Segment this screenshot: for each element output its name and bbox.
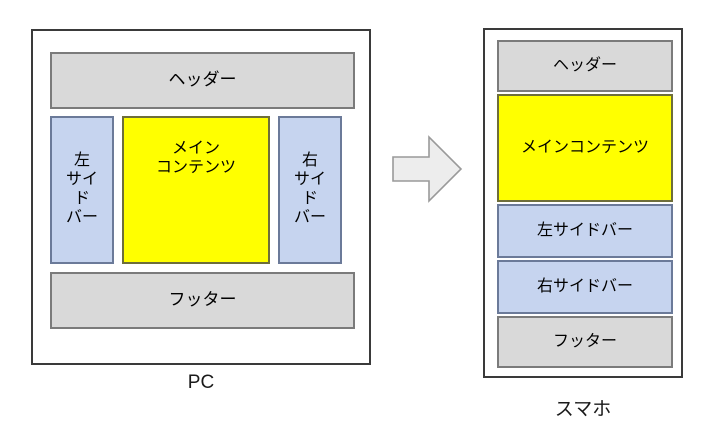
pc-right-sidebar-block: 右 サイ ド バー: [278, 116, 342, 264]
pc-caption: PC: [187, 372, 215, 393]
pc-layout-panel: ヘッダー 左 サイ ド バー メイン コンテンツ 右 サイ ド バー フッター: [31, 29, 371, 365]
mobile-caption: スマホ: [554, 399, 612, 420]
mobile-main-content-block: メインコンテンツ: [497, 94, 673, 202]
mobile-layout-panel: ヘッダー メインコンテンツ 左サイドバー 右サイドバー フッター: [483, 28, 683, 378]
pc-header-block: ヘッダー: [50, 52, 355, 109]
pc-left-sidebar-block: 左 サイ ド バー: [50, 116, 114, 264]
pc-content-row: 左 サイ ド バー メイン コンテンツ 右 サイ ド バー: [50, 116, 355, 264]
pc-main-content-block: メイン コンテンツ: [122, 116, 270, 264]
mobile-header-block: ヘッダー: [497, 40, 673, 92]
mobile-right-sidebar-block: 右サイドバー: [497, 260, 673, 314]
right-arrow-icon: [392, 135, 463, 203]
pc-footer-block: フッター: [50, 272, 355, 329]
mobile-footer-block: フッター: [497, 316, 673, 368]
mobile-left-sidebar-block: 左サイドバー: [497, 204, 673, 258]
